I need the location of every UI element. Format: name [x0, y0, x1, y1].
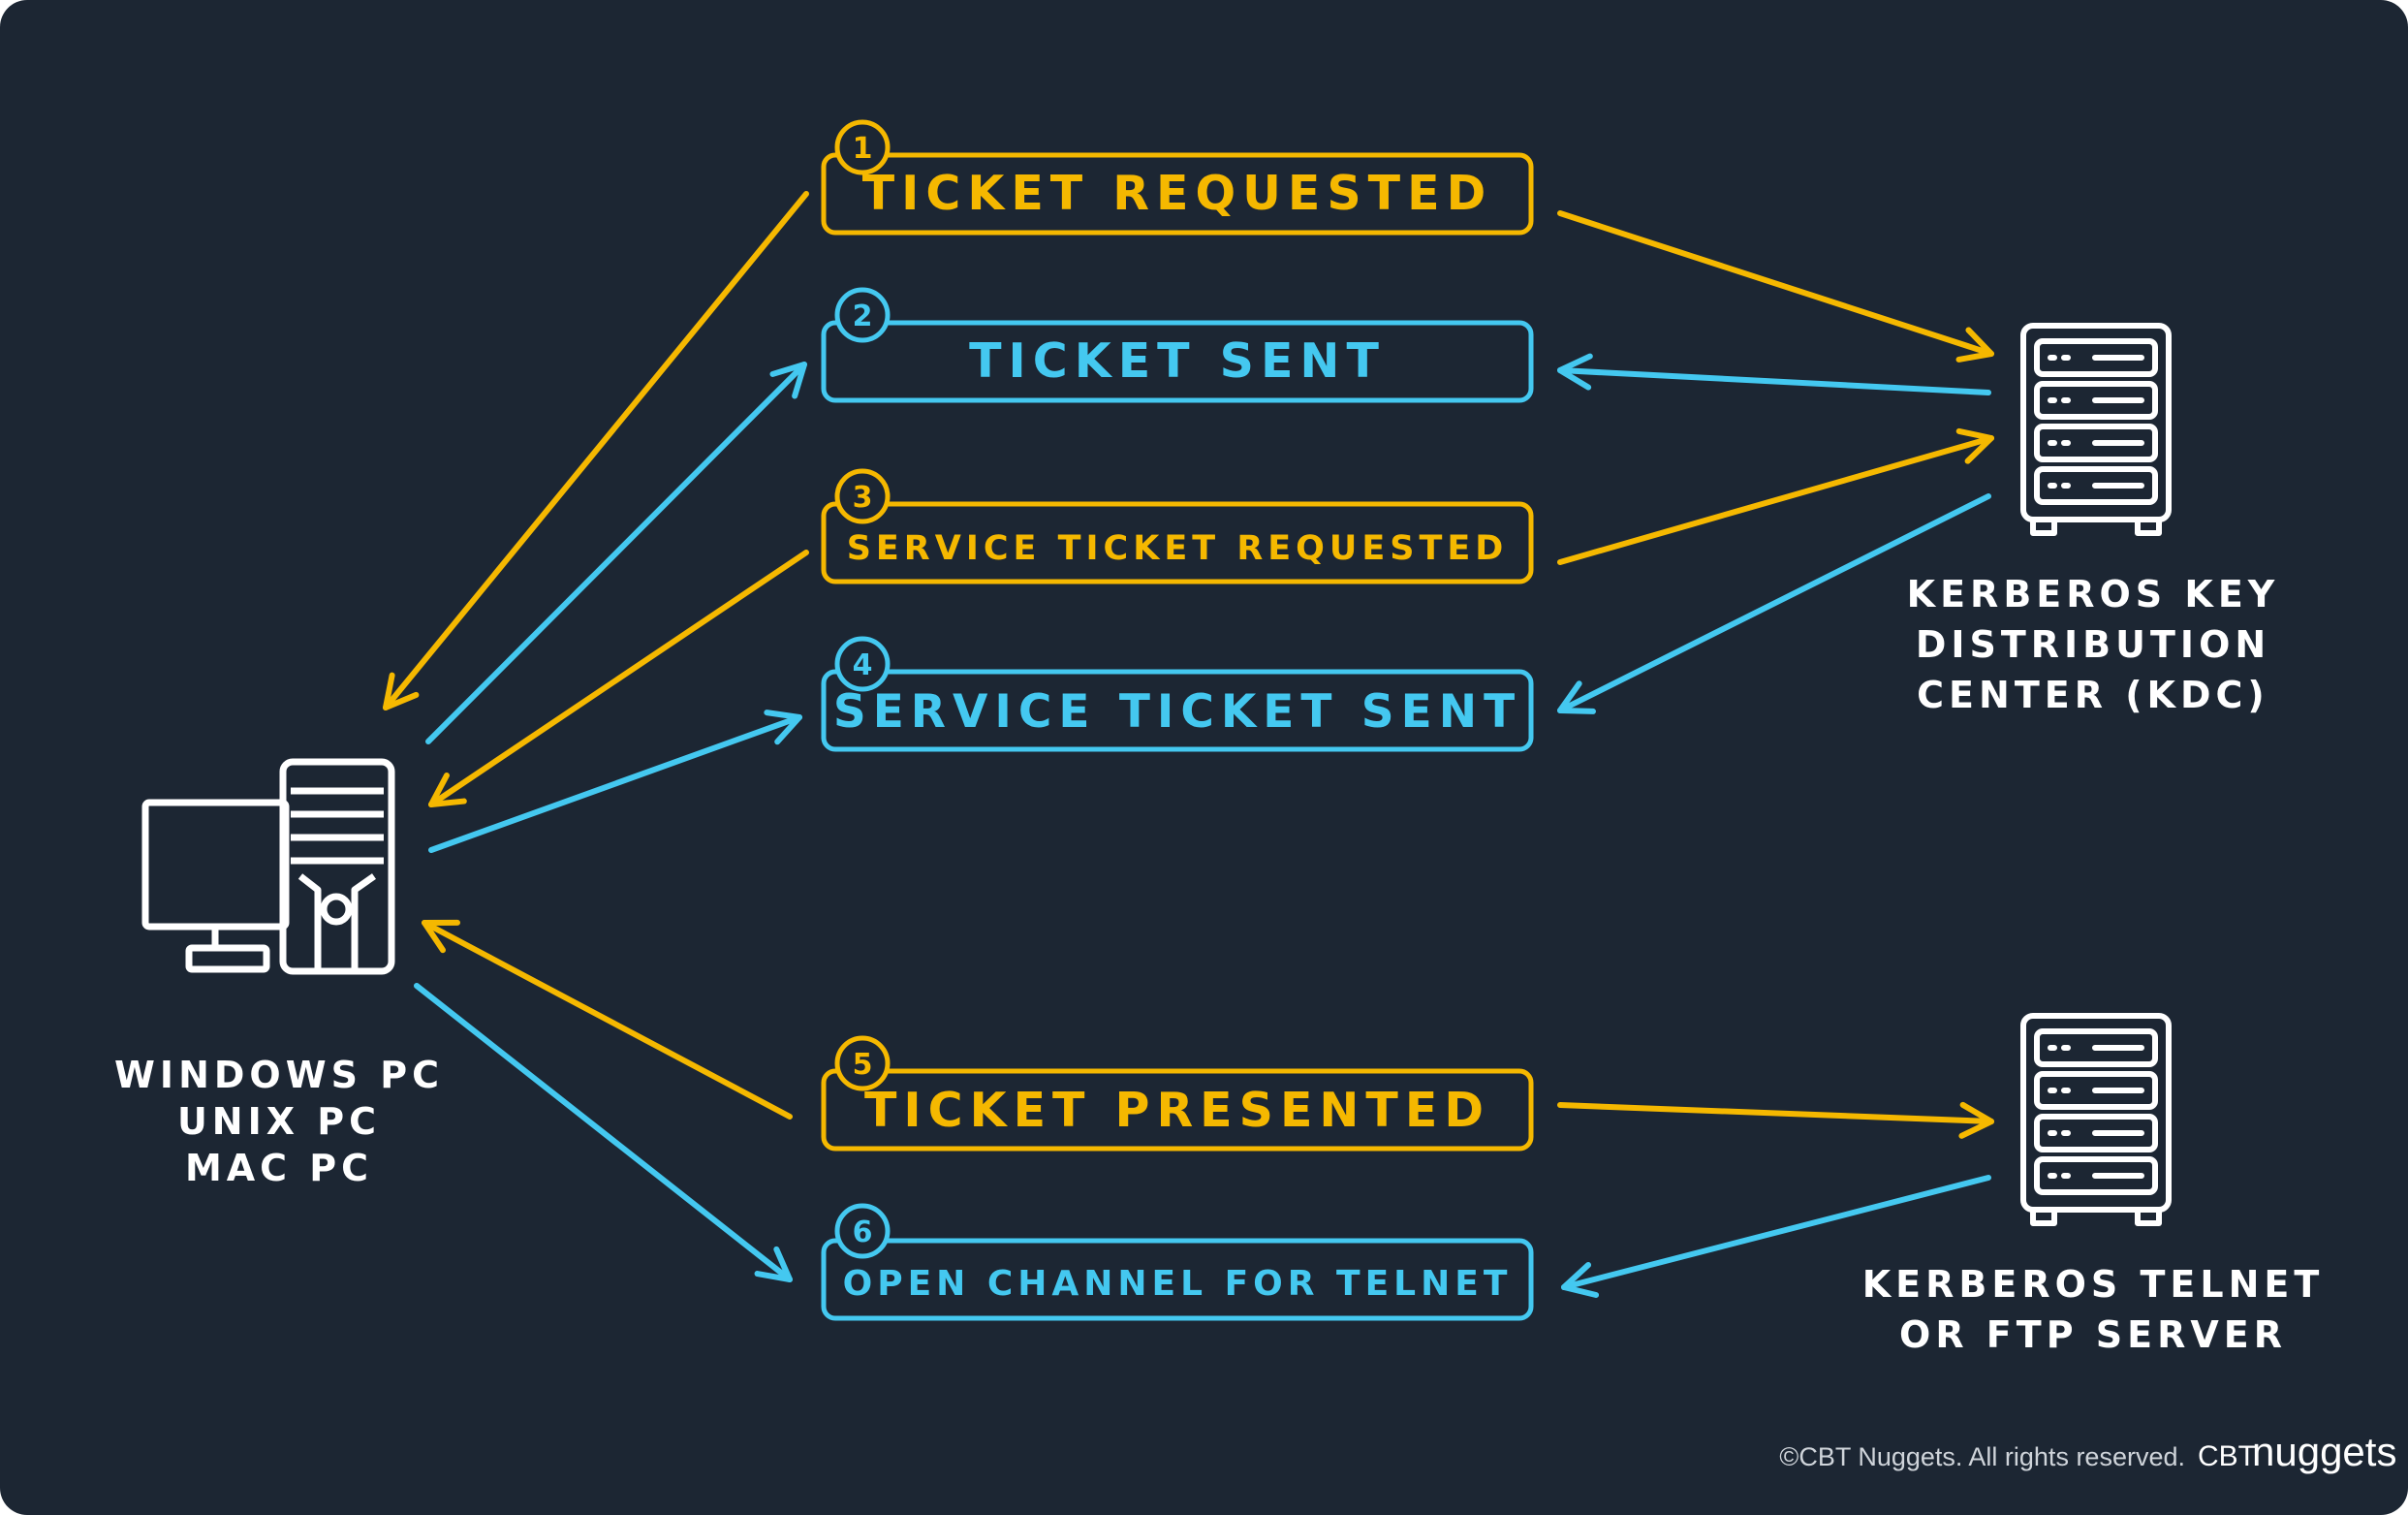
- step-number-badge: [834, 287, 891, 343]
- step-label: SERVICE TICKET REQUESTED: [847, 529, 1509, 568]
- service-server-label-line-2: OR FTP SERVER: [1899, 1313, 2287, 1356]
- desktop-computer-icon: [141, 758, 395, 975]
- step-number-badge: [834, 636, 891, 692]
- step-number: 4: [853, 648, 873, 682]
- step-box-frame: [821, 152, 1534, 236]
- arrow-step1-to-kdc: [1557, 210, 1994, 363]
- arrow-step5-to-server: [1557, 1101, 1994, 1139]
- step-label: TICKET SENT: [969, 333, 1386, 389]
- step-box-frame: [821, 1068, 1534, 1152]
- step-label: OPEN CHANNEL FOR TELNET: [843, 1264, 1513, 1304]
- step-box-frame: [821, 1238, 1534, 1321]
- step-box-frame: [821, 669, 1534, 752]
- kdc-label: KERBEROS KEY DISTRIBUTION CENTER (KDC): [1907, 573, 2280, 716]
- step-number-badge: [834, 468, 891, 524]
- kdc-label-line-1: KERBEROS KEY: [1907, 573, 2280, 615]
- step-number: 3: [853, 481, 873, 515]
- client-label-line-1: WINDOWS PC: [114, 1054, 444, 1096]
- client-label: WINDOWS PC UNIX PC MAC PC: [114, 1054, 444, 1189]
- service-server-label: KERBEROS TELNET OR FTP SERVER: [1862, 1263, 2325, 1356]
- brand-prefix: CBT: [2198, 1440, 2256, 1472]
- step-number: 6: [853, 1215, 873, 1249]
- arrow-step1-to-client: [383, 191, 809, 710]
- arrow-step5-to-client: [422, 919, 793, 1120]
- step-number-badge: [834, 1203, 891, 1259]
- arrow-client-to-step2: [425, 362, 807, 744]
- step-box-2: 2 TICKET SENT: [821, 287, 1534, 403]
- arrow-kdc-to-step2: [1557, 353, 1991, 395]
- step-number: 2: [853, 300, 873, 333]
- service-server-label-line-1: KERBEROS TELNET: [1862, 1263, 2325, 1306]
- step-label: SERVICE TICKET SENT: [833, 685, 1521, 739]
- kdc-label-line-2: DISTRIBUTION: [1916, 623, 2270, 666]
- step-box-1: 1 TICKET REQUESTED: [821, 119, 1534, 236]
- arrow-step3-to-client: [428, 550, 809, 807]
- brand-name: nuggets: [2252, 1429, 2396, 1474]
- step-number: 1: [853, 132, 873, 166]
- step-box-6: 6 OPEN CHANNEL FOR TELNET: [821, 1203, 1534, 1321]
- step-box-frame: [821, 320, 1534, 403]
- server-rack-icon: [2020, 1013, 2172, 1226]
- kdc-label-line-3: CENTER (KDC): [1917, 674, 2269, 716]
- arrow-step3-to-kdc: [1557, 427, 1994, 565]
- server-rack-icon: [2020, 323, 2172, 536]
- step-box-3: 3 SERVICE TICKET REQUESTED: [821, 468, 1534, 584]
- client-label-line-3: MAC PC: [185, 1147, 373, 1189]
- client-label-line-2: UNIX PC: [177, 1100, 381, 1143]
- step-box-5: 5 TICKET PRESENTED: [821, 1035, 1534, 1152]
- arrow-kdc-to-step4: [1557, 493, 1991, 714]
- step-box-4: 4 SERVICE TICKET SENT: [821, 636, 1534, 752]
- arrow-client-to-step4: [428, 710, 802, 853]
- brand-logo: CBT nuggets: [2198, 1429, 2396, 1474]
- arrow-client-to-step6: [414, 983, 793, 1282]
- step-number: 5: [853, 1048, 873, 1082]
- step-number-badge: [834, 119, 891, 175]
- step-box-frame: [821, 501, 1534, 584]
- step-label: TICKET PRESENTED: [864, 1083, 1490, 1138]
- arrow-server-to-step6: [1561, 1175, 1991, 1298]
- copyright-text: ©CBT Nuggets. All rights reserved.: [1779, 1442, 2185, 1471]
- flow-arrows: [383, 191, 1994, 1298]
- step-number-badge: [834, 1035, 891, 1091]
- step-label: TICKET REQUESTED: [862, 166, 1493, 221]
